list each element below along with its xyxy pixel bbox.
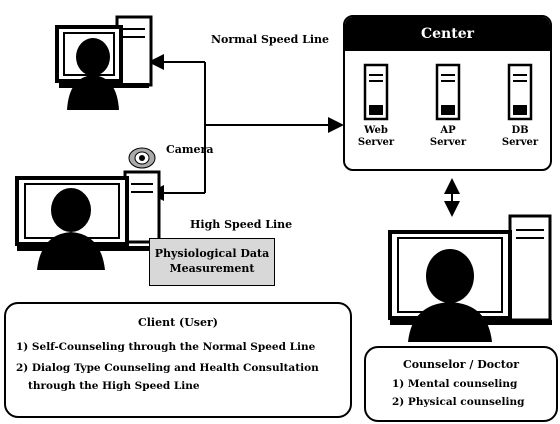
center-title: Center — [345, 17, 550, 51]
web-server-label-line2: Server — [357, 137, 395, 148]
web-server-label-line1: Web — [364, 125, 388, 136]
ap-server-label: AP Server — [418, 125, 478, 149]
db-server-label-line2: Server — [501, 137, 539, 148]
counselor-item-1: 1) Mental counseling — [392, 378, 518, 390]
db-server-label: DB Server — [490, 125, 550, 149]
counselor-computer-icon — [388, 214, 552, 342]
measurement-line2: Measurement — [169, 262, 255, 275]
counselor-box-title: Counselor / Doctor — [402, 358, 520, 371]
ap-server-label-line1: AP — [440, 125, 456, 136]
counselor-info-box: Counselor / Doctor 1) Mental counseling … — [364, 346, 558, 422]
camera-label: Camera — [166, 143, 214, 156]
counselor-item-2: 2) Physical counseling — [392, 396, 525, 408]
high-speed-line-label: High Speed Line — [190, 218, 293, 231]
camera-icon — [128, 147, 156, 169]
db-server-icon — [507, 63, 533, 121]
center-box: Center Web Server AP Server DB Server — [343, 15, 552, 171]
client-info-box: Client (User) 1) Self-Counseling through… — [4, 302, 352, 418]
measurement-line1: Physiological Data — [154, 247, 270, 260]
client-item-2-line1: 2) Dialog Type Counseling and Health Con… — [16, 362, 319, 374]
client-computer-bottom-icon — [15, 170, 161, 270]
ap-server-label-line2: Server — [429, 137, 467, 148]
normal-speed-line-label: Normal Speed Line — [211, 33, 330, 46]
web-server-label: Web Server — [346, 125, 406, 149]
measurement-box: Physiological Data Measurement — [149, 238, 275, 286]
client-item-1: 1) Self-Counseling through the Normal Sp… — [16, 341, 316, 353]
client-item-2-line2: through the High Speed Line — [28, 380, 200, 392]
db-server-label-line1: DB — [511, 125, 529, 136]
web-server-icon — [363, 63, 389, 121]
client-box-title: Client (User) — [137, 316, 218, 329]
ap-server-icon — [435, 63, 461, 121]
client-computer-top-icon — [55, 15, 153, 110]
